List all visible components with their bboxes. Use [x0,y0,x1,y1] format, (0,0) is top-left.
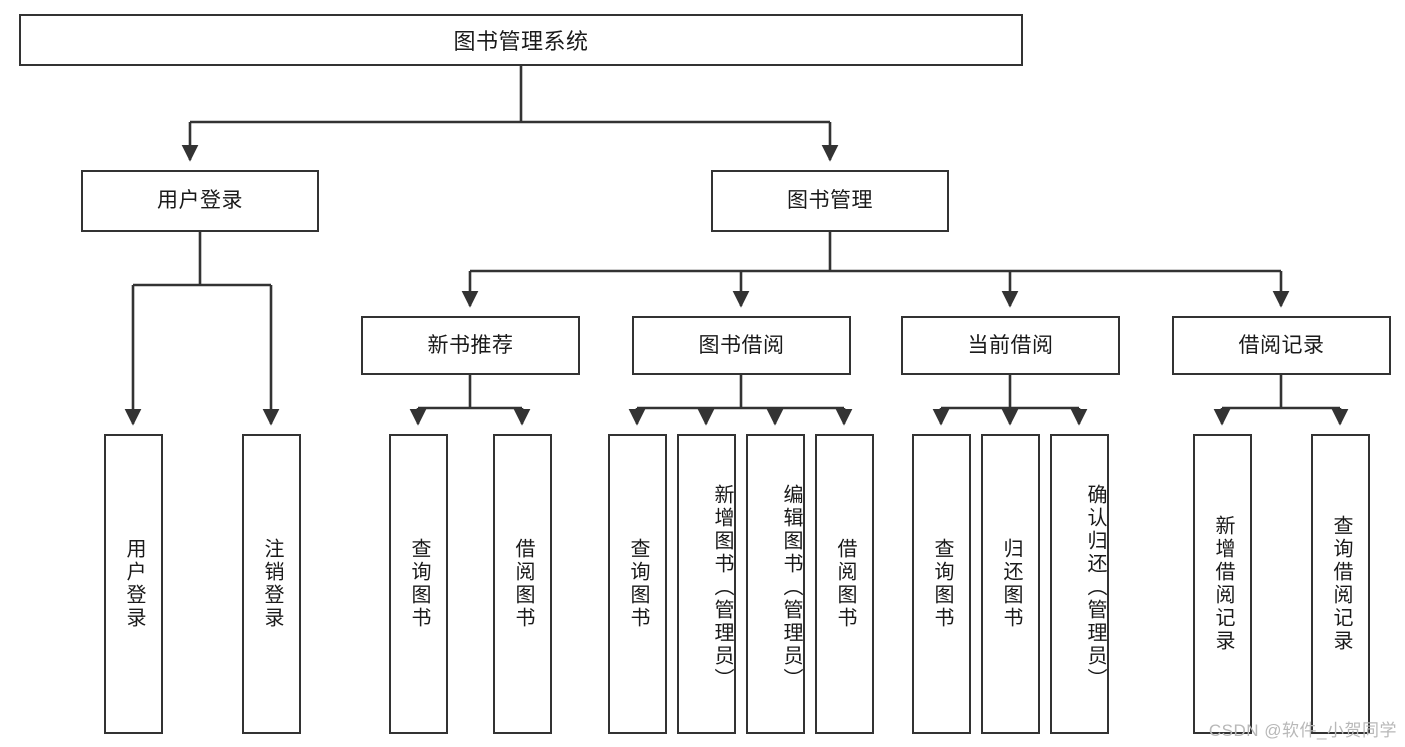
node-label: 确认归还（管理员） [1084,483,1106,691]
node-label: 查询图书 [408,538,430,630]
node-label: 新增图书（管理员） [711,483,733,691]
node-label: 归还图书 [1000,538,1022,630]
node-label: 查询图书 [627,538,649,630]
node-user-login[interactable]: 用户登录 [81,170,319,232]
node-label: 用户登录 [123,538,145,630]
node-label: 新增借阅记录 [1212,515,1234,653]
leaf-borrow-book-1[interactable]: 借阅图书 [493,434,552,734]
node-label: 图书借阅 [698,333,785,357]
node-borrow-record[interactable]: 借阅记录 [1172,316,1391,375]
leaf-user-login[interactable]: 用户登录 [104,434,163,734]
node-label: 当前借阅 [967,333,1054,357]
csdn-watermark: CSDN @软件_小贺同学 [1208,721,1397,740]
leaf-add-record[interactable]: 新增借阅记录 [1193,434,1252,734]
leaf-query-book-2[interactable]: 查询图书 [608,434,667,734]
leaf-confirm-return[interactable]: 确认归还（管理员） [1050,434,1109,734]
node-label: 借阅图书 [512,538,534,630]
node-new-book-recommend[interactable]: 新书推荐 [361,316,580,375]
node-label: 图书管理 [787,189,873,213]
node-label: 新书推荐 [427,333,514,357]
node-book-management[interactable]: 图书管理 [711,170,949,232]
leaf-query-book-3[interactable]: 查询图书 [912,434,971,734]
leaf-query-book-1[interactable]: 查询图书 [389,434,448,734]
leaf-borrow-book-2[interactable]: 借阅图书 [815,434,874,734]
node-book-borrow[interactable]: 图书借阅 [632,316,851,375]
leaf-add-book[interactable]: 新增图书（管理员） [677,434,736,734]
node-root-book-management-system[interactable]: 图书管理系统 [19,14,1023,66]
node-label: 借阅图书 [834,538,856,630]
node-label: 编辑图书（管理员） [780,483,802,691]
node-label: 注销登录 [261,538,283,630]
node-label: 查询借阅记录 [1330,515,1352,653]
node-label: 借阅记录 [1238,333,1325,357]
node-current-borrow[interactable]: 当前借阅 [901,316,1120,375]
leaf-query-record[interactable]: 查询借阅记录 [1311,434,1370,734]
node-label: 图书管理系统 [453,29,589,54]
leaf-edit-book[interactable]: 编辑图书（管理员） [746,434,805,734]
leaf-return-book[interactable]: 归还图书 [981,434,1040,734]
leaf-user-logout[interactable]: 注销登录 [242,434,301,734]
node-label: 查询图书 [931,538,953,630]
node-label: 用户登录 [157,189,243,213]
